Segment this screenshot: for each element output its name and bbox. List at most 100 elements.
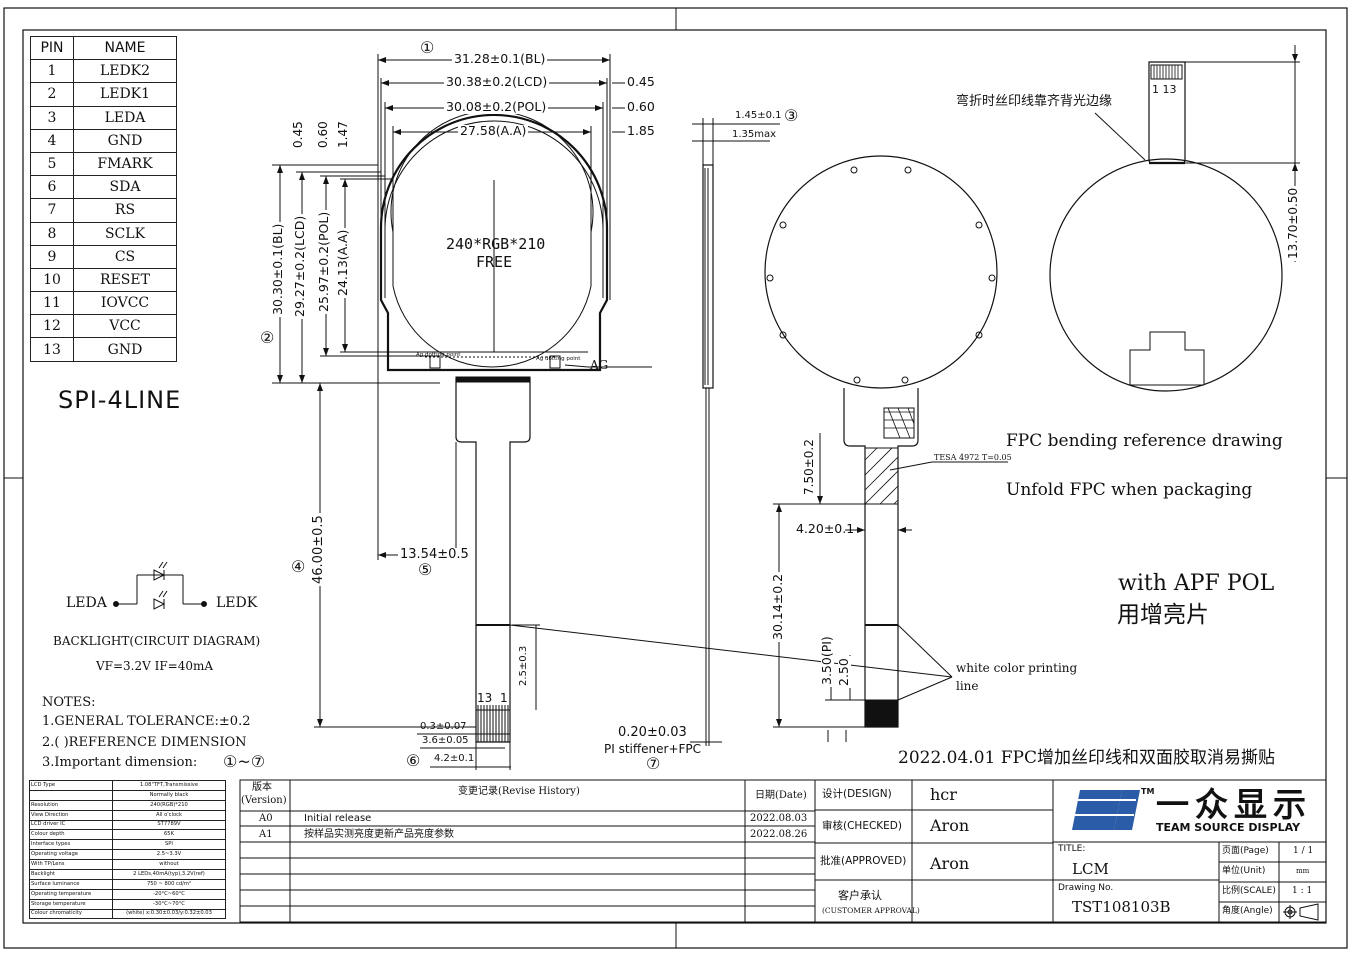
fpc-pin-1: 1 bbox=[500, 691, 508, 705]
pin-header: PIN bbox=[30, 35, 74, 61]
marker-3: ③ bbox=[784, 106, 799, 125]
spec-key: Surface luminance bbox=[29, 878, 113, 890]
dim-lcd-width: 30.38±0.2(LCD) bbox=[444, 74, 550, 89]
spec-value: SPI bbox=[112, 839, 226, 851]
spec-value: ST7789V bbox=[112, 819, 226, 831]
dim-pitch: 0.3±0.07 bbox=[420, 721, 467, 732]
marker-2: ② bbox=[260, 328, 275, 347]
dim-aa-height: 24.13(A.A) bbox=[335, 227, 350, 298]
drawing-no: TST108103B bbox=[1072, 898, 1171, 916]
spec-key: Colour chromaticity bbox=[29, 908, 113, 920]
spec-key: Colour depth bbox=[29, 829, 113, 841]
dim-pol-width: 30.08±0.2(POL) bbox=[444, 99, 549, 114]
spec-row: Operating temperature-20°C~60°C bbox=[29, 888, 226, 900]
spec-key: Storage temperature bbox=[29, 898, 113, 910]
design-name: hcr bbox=[930, 785, 957, 804]
pin-name: IOVCC bbox=[73, 291, 177, 316]
notes-title: NOTES: bbox=[42, 695, 96, 710]
approved-label: 批准(APPROVED) bbox=[820, 855, 907, 867]
unit-label: 单位(Unit) bbox=[1222, 866, 1266, 876]
fpc-pin-13: 13 bbox=[477, 691, 493, 705]
white-line-note-2: line bbox=[956, 679, 979, 693]
ag-dot-left: Ag dotting point bbox=[416, 352, 461, 358]
revision-version: A0 bbox=[259, 813, 273, 824]
date-header: 日期(Date) bbox=[755, 790, 807, 801]
note-1: 1.GENERAL TOLERANCE:±0.2 bbox=[42, 714, 251, 729]
dim-fpc-width: 4.2±0.1 bbox=[434, 753, 475, 764]
tape-label: TESA 4972 T=0.05 bbox=[934, 453, 1012, 462]
dim-lcd-height: 29.27±0.2(LCD) bbox=[292, 213, 307, 319]
spec-value: All o'clock bbox=[112, 809, 226, 821]
spec-value: -30°C~70°C bbox=[112, 898, 226, 910]
back-view bbox=[509, 155, 1008, 742]
checked-label: 审核(CHECKED) bbox=[822, 820, 902, 832]
dim-pi: 3.50(PI) bbox=[819, 634, 834, 687]
dim-right-2: 0.60 bbox=[627, 99, 655, 114]
marker-7: ⑦ bbox=[646, 754, 661, 773]
spec-key: View Direction bbox=[29, 809, 113, 821]
pin-name: GND bbox=[73, 128, 177, 153]
pin-number: 6 bbox=[30, 175, 74, 200]
spec-value: 65K bbox=[112, 829, 226, 841]
leda-label: LEDA bbox=[66, 595, 107, 611]
dim-pin-span: 3.6±0.05 bbox=[422, 735, 469, 746]
pin-name: LEDA bbox=[73, 105, 177, 130]
customer-label-en: (CUSTOMER APPROVAL) bbox=[822, 906, 920, 915]
pin-number: 10 bbox=[30, 267, 74, 293]
pin-name: CS bbox=[73, 244, 177, 269]
interface-label: SPI-4LINE bbox=[58, 386, 182, 414]
marker-4: ④ bbox=[291, 557, 306, 576]
pin-name: SDA bbox=[73, 175, 177, 200]
spec-key: LCD Type bbox=[29, 780, 113, 791]
brand-cn: 一众显示 bbox=[1156, 785, 1312, 824]
bending-note: 弯折时丝印线靠齐背光边缘 bbox=[956, 94, 1113, 109]
revision-version: A1 bbox=[259, 829, 273, 840]
marker-6: ⑥ bbox=[406, 751, 421, 770]
approved-name: Aron bbox=[930, 854, 970, 873]
white-line-note: white color printing bbox=[956, 661, 1078, 675]
bending-view bbox=[1049, 45, 1300, 392]
pin-number: 12 bbox=[30, 314, 74, 339]
thickness-total: 1.45±0.1 bbox=[735, 110, 782, 121]
page-value: 1 / 1 bbox=[1293, 846, 1314, 856]
revision-date: 2022.08.03 bbox=[750, 813, 808, 824]
dim-stiffener: 2.5±0.3 bbox=[518, 645, 529, 686]
spec-key: Backlight bbox=[29, 869, 113, 880]
thickness-max: 1.35max bbox=[732, 129, 777, 140]
dim-vtop-2: 0.60 bbox=[316, 121, 330, 148]
spec-value: -20°C~60°C bbox=[112, 888, 226, 900]
pin-number: 3 bbox=[30, 105, 74, 130]
pin-number: 11 bbox=[30, 291, 74, 316]
spec-key: LCD driver IC bbox=[29, 819, 113, 831]
spec-row: Storage temperature-30°C~70°C bbox=[29, 898, 226, 910]
title-label: TITLE: bbox=[1058, 844, 1086, 854]
apf-note-cn: 用增亮片 bbox=[1117, 602, 1209, 628]
change-note: 2022.04.01 FPC增加丝印线和双面胶取消易撕贴 bbox=[898, 748, 1275, 768]
page-label: 页面(Page) bbox=[1222, 846, 1269, 856]
fpc-thickness: 0.20±0.03 bbox=[618, 725, 687, 740]
spec-key: With TP/Lens bbox=[29, 859, 113, 871]
pin-number: 4 bbox=[30, 128, 74, 153]
spec-value: 2 LEDs,40mA(typ),3.2V(ref) bbox=[112, 869, 226, 880]
history-header: 变更记录(Revise History) bbox=[458, 786, 580, 797]
stiffener-note: PI stiffener+FPC bbox=[604, 742, 702, 756]
pin-number: 2 bbox=[30, 82, 74, 107]
dim-total-length: 46.00±0.5 bbox=[311, 513, 326, 586]
pin-name: GND bbox=[73, 337, 177, 362]
dim-fpc-back-length: 30.14±0.2 bbox=[770, 571, 785, 642]
spec-value: without bbox=[112, 859, 226, 871]
dim-pol-height: 25.97±0.2(POL) bbox=[316, 209, 331, 314]
